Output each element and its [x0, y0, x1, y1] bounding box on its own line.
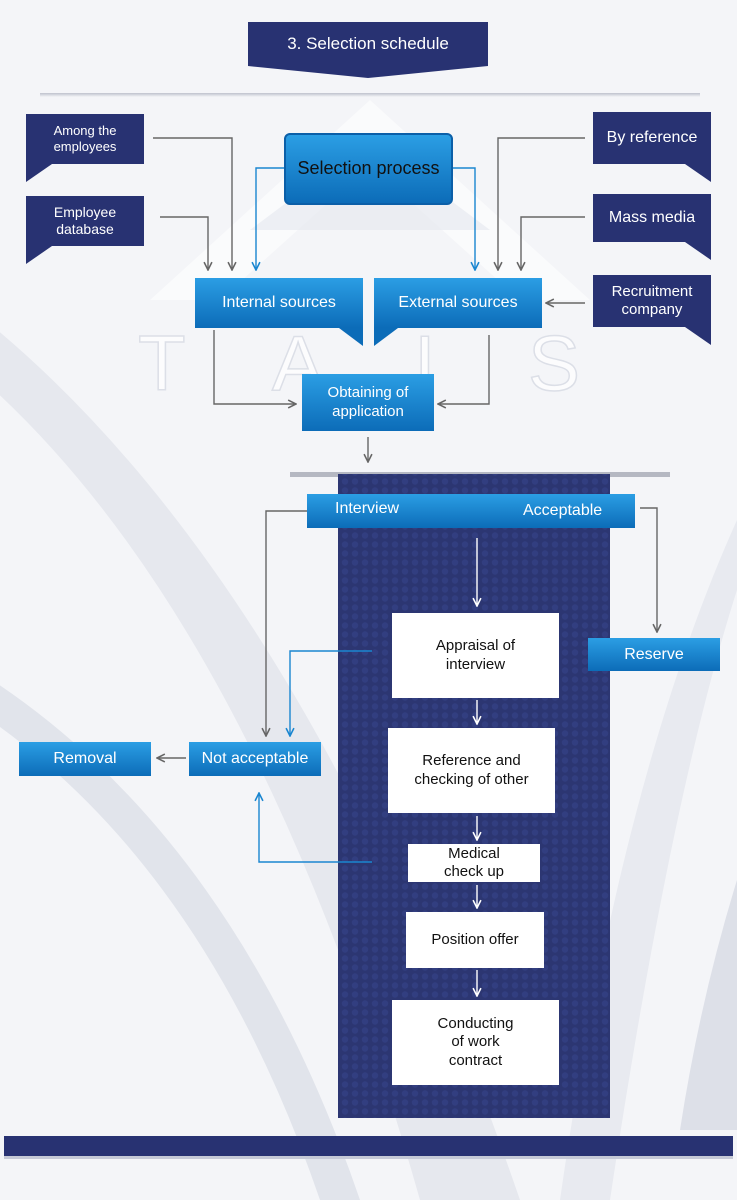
- source-mass-media: Mass media: [593, 194, 711, 242]
- page-title: 3. Selection schedule: [248, 22, 488, 66]
- source-employee-database: Employee database: [26, 196, 144, 246]
- source-recruitment-company: Recruitment company: [593, 275, 711, 327]
- interview-label: Interview: [335, 500, 400, 517]
- step-position-offer: Position offer: [406, 912, 544, 968]
- selection-process-box: Selection process: [284, 133, 453, 205]
- removal-label: Removal: [53, 750, 117, 768]
- source-among-employees-tail: [26, 164, 52, 182]
- step-reference-checking: Reference and checking of other: [388, 728, 555, 813]
- not-acceptable-label: Not acceptable: [201, 750, 309, 768]
- source-mass-media-tail: [685, 242, 711, 260]
- step-medical-check-up: Medical check up: [408, 844, 540, 882]
- external-sources-box: External sources: [374, 278, 542, 328]
- internal-sources-tail: [339, 328, 363, 346]
- watermark-letter-s: S: [527, 318, 581, 408]
- source-employee-database-tail: [26, 246, 52, 264]
- step-position-offer-label: Position offer: [431, 930, 519, 948]
- not-acceptable-box: Not acceptable: [189, 742, 321, 776]
- external-sources-label: External sources: [398, 294, 518, 312]
- source-among-employees-label: Among the employees: [53, 123, 117, 154]
- acceptable-label: Acceptable: [523, 502, 603, 519]
- source-by-reference-label: By reference: [606, 129, 698, 147]
- internal-sources-box: Internal sources: [195, 278, 363, 328]
- source-among-employees: Among the employees: [26, 114, 144, 164]
- step-medical-check-up-label: Medical check up: [443, 844, 505, 880]
- source-mass-media-label: Mass media: [608, 209, 696, 227]
- step-work-contract: Conducting of work contract: [392, 1000, 559, 1085]
- internal-sources-label: Internal sources: [222, 294, 336, 312]
- step-reference-checking-label: Reference and checking of other: [414, 752, 529, 788]
- step-appraisal-of-interview: Appraisal of interview: [392, 613, 559, 698]
- reserve-label: Reserve: [624, 645, 684, 663]
- source-recruitment-company-label: Recruitment company: [611, 282, 693, 318]
- selection-process-label: Selection process: [297, 158, 440, 179]
- obtaining-application-box: Obtaining of application: [302, 374, 434, 431]
- step-work-contract-label: Conducting of work contract: [437, 1015, 514, 1069]
- obtaining-application-label: Obtaining of application: [327, 384, 409, 420]
- removal-box: Removal: [19, 742, 151, 776]
- source-by-reference: By reference: [593, 112, 711, 164]
- step-appraisal-of-interview-label: Appraisal of interview: [435, 637, 516, 673]
- source-employee-database-label: Employee database: [53, 203, 117, 237]
- source-by-reference-tail: [685, 164, 711, 182]
- watermark-letter-t: T: [137, 318, 186, 408]
- page-title-text: 3. Selection schedule: [287, 34, 449, 53]
- reserve-box: Reserve: [588, 638, 720, 671]
- external-sources-tail: [374, 328, 398, 346]
- interview-bar: Interview Acceptable: [307, 494, 635, 528]
- source-recruitment-company-tail: [685, 327, 711, 345]
